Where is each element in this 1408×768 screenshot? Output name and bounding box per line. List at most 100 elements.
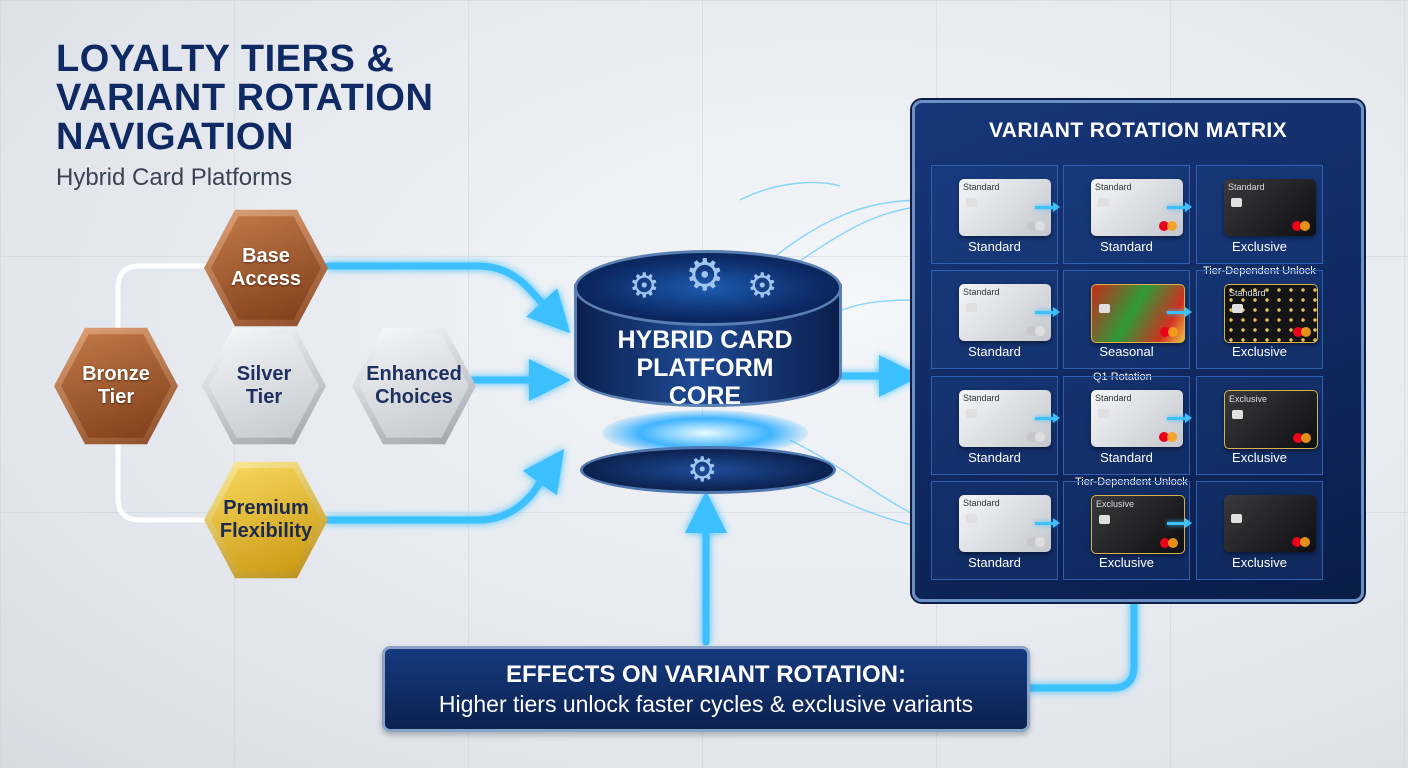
flow-arrows	[324, 262, 1138, 692]
card-variant-label: Standard	[968, 344, 1021, 359]
card-chip-icon	[1099, 304, 1110, 313]
card-chip-icon	[966, 303, 977, 312]
card-network-logo-icon	[1159, 221, 1177, 231]
card-variant-label: Exclusive	[1232, 344, 1287, 359]
card-chip-icon	[966, 514, 977, 523]
tier-silver-label: Silver Tier	[236, 363, 292, 408]
rotation-arrow	[1167, 413, 1192, 423]
card-chip-icon	[966, 198, 977, 207]
page-title: LOYALTY TIERS & VARIANT ROTATION NAVIGAT…	[56, 40, 433, 157]
card-name: Standard	[963, 182, 1000, 192]
card-variant-label: Standard	[968, 555, 1021, 570]
card-chip-icon	[1231, 198, 1242, 207]
rotation-arrow	[1167, 307, 1192, 317]
card-chip-icon	[1098, 409, 1109, 418]
page-subtitle: Hybrid Card Platforms	[56, 164, 293, 191]
title-line-3: NAVIGATION	[56, 116, 294, 158]
card-chip-icon	[1231, 514, 1242, 523]
card-network-logo-icon	[1293, 433, 1311, 443]
card-network-logo-icon	[1160, 327, 1178, 337]
card-chip-icon	[1099, 515, 1110, 524]
effects-text: Higher tiers unlock faster cycles & excl…	[438, 691, 974, 717]
card-variant: Exclusive	[1224, 390, 1318, 449]
card-variant	[1091, 284, 1185, 343]
variant-rotation-matrix: VARIANT ROTATION MATRIX Tier-Dependent U…	[912, 100, 1364, 602]
card-network-logo-icon	[1027, 537, 1045, 547]
core-base-disc: ⚙	[580, 446, 836, 494]
matrix-title: VARIANT ROTATION MATRIX	[988, 119, 1288, 142]
rotation-arrow	[1167, 202, 1192, 212]
title-line-2: VARIANT ROTATION	[56, 77, 434, 119]
card-name: Standard	[1095, 182, 1132, 192]
gear-icon: ⚙	[687, 451, 718, 489]
card-variant-label: Exclusive	[1232, 555, 1287, 570]
matrix-note: Tier-Dependent Unlock	[1075, 476, 1188, 488]
card-variant-label: Exclusive	[1099, 555, 1154, 570]
core-label: HYBRID CARD PLATFORM CORE	[617, 326, 793, 410]
card-variant: Standard	[1091, 390, 1183, 447]
card-variant-label: Exclusive	[1232, 450, 1287, 465]
card-name: Standard	[963, 287, 1000, 297]
effects-box: EFFECTS ON VARIANT ROTATION: Higher tier…	[382, 646, 1030, 732]
rotation-arrow	[1035, 202, 1060, 212]
gear-icon: ⚙	[685, 251, 725, 300]
card-network-logo-icon	[1293, 327, 1311, 337]
card-name: Standard	[1229, 288, 1266, 298]
rotation-arrow	[1035, 518, 1060, 528]
card-chip-icon	[1232, 304, 1243, 313]
card-name: Exclusive	[1096, 499, 1135, 509]
card-variant	[1224, 495, 1316, 552]
tier-bronze-label: Bronze Tier	[82, 363, 150, 408]
matrix-note: Tier-Dependent Unlock	[1203, 265, 1316, 277]
card-variant-label: Standard	[968, 450, 1021, 465]
card-variant-label: Seasonal	[1099, 344, 1154, 359]
card-network-logo-icon	[1292, 221, 1310, 231]
card-chip-icon	[1232, 410, 1243, 419]
card-chip-icon	[1098, 198, 1109, 207]
matrix-note: Q1 Rotation	[1093, 371, 1152, 383]
platform-core[interactable]: ⚙ ⚙ ⚙ ⚙ HYBRID CARD PLATFORM CORE	[574, 250, 842, 500]
card-variant: Standard	[1091, 179, 1183, 236]
matrix-cell[interactable]: Exclusive	[1196, 481, 1323, 580]
card-network-logo-icon	[1027, 326, 1045, 336]
card-chip-icon	[966, 409, 977, 418]
rotation-arrow	[1035, 413, 1060, 423]
matrix-cell[interactable]: Seasonal	[1063, 270, 1190, 369]
title-line-1: LOYALTY TIERS &	[56, 38, 395, 80]
tier-premium-label: Premium Flexibility	[219, 497, 313, 542]
core-top-disc: ⚙ ⚙ ⚙	[574, 250, 842, 326]
card-variant-label: Standard	[1100, 450, 1153, 465]
rotation-arrow	[1167, 518, 1192, 528]
card-name: Standard	[963, 498, 1000, 508]
effects-heading: EFFECTS ON VARIANT ROTATION:	[506, 661, 906, 688]
card-network-logo-icon	[1027, 221, 1045, 231]
gear-icon: ⚙	[747, 267, 778, 305]
gear-icon: ⚙	[629, 267, 660, 305]
card-network-logo-icon	[1159, 432, 1177, 442]
rotation-arrow	[1035, 307, 1060, 317]
card-variant: Standard	[1224, 179, 1316, 236]
card-variant-label: Standard	[968, 239, 1021, 254]
card-variant-label: Standard	[1100, 239, 1153, 254]
card-variant: Standard	[1224, 284, 1318, 343]
card-name: Standard	[1095, 393, 1132, 403]
card-network-logo-icon	[1160, 538, 1178, 548]
tier-base-access-label: Base Access	[230, 245, 302, 290]
card-name: Standard	[1228, 182, 1265, 192]
card-network-logo-icon	[1027, 432, 1045, 442]
card-variant-label: Exclusive	[1232, 239, 1287, 254]
card-name: Exclusive	[1229, 394, 1268, 404]
card-name: Standard	[963, 393, 1000, 403]
card-network-logo-icon	[1292, 537, 1310, 547]
tier-enhanced-label: Enhanced Choices	[366, 363, 462, 408]
